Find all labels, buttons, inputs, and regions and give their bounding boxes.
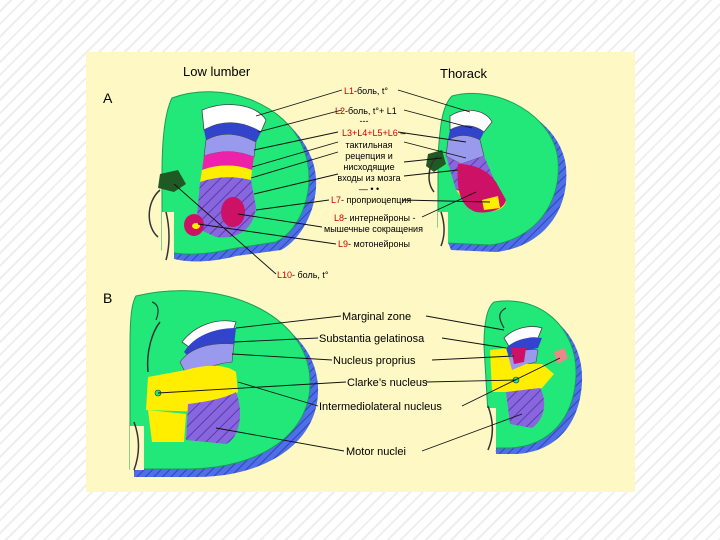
panel-label-b: B	[103, 290, 112, 306]
title-thorack: Thorack	[440, 66, 487, 81]
label-muscle: мышечные сокращения	[324, 224, 423, 234]
section-b-leader-lines	[157, 315, 561, 452]
label-motor-nuclei: Motor nuclei	[346, 446, 406, 458]
lumbar-section-a	[148, 91, 317, 262]
lumbar-section-b	[129, 290, 319, 477]
label-tactile: тактильная	[345, 140, 392, 150]
label-dots: — • •	[359, 184, 379, 194]
label-substantia-gelatinosa: Substantia gelatinosa	[319, 333, 425, 345]
label-l8: L8- интернейроны -	[334, 213, 416, 223]
label-l2: L2-боль, t°+ L1	[335, 106, 397, 116]
label-marginal-zone: Marginal zone	[342, 311, 411, 323]
label-intermediolateral-nucleus: Intermediolateral nucleus	[319, 401, 442, 413]
panel-label-a: A	[103, 90, 113, 106]
thoracic-section-b	[483, 300, 583, 454]
label-l3-l6: L3+L4+L5+L6 –	[342, 128, 405, 138]
label-descending: нисходящие	[343, 162, 394, 172]
label-dashes: ---	[360, 116, 369, 126]
title-low-lumber: Low lumber	[183, 64, 251, 79]
section-a-leader-lines	[173, 89, 491, 275]
label-clarkes-nucleus: Clarke’s nucleus	[347, 377, 428, 389]
label-brain-inputs: входы из мозга	[337, 173, 400, 183]
label-reception: рецепция и	[345, 151, 393, 161]
label-l10: L10- боль, t°	[277, 270, 329, 280]
label-l1: L1-боль, t°	[344, 86, 388, 96]
label-nucleus-proprius: Nucleus proprius	[333, 355, 416, 367]
label-l9: L9- мотонейроны	[338, 239, 410, 249]
section-a-legend: L1-боль, t° L2-боль, t°+ L1 --- L3+L4+L5…	[277, 86, 423, 280]
section-b-legend: Marginal zone Substantia gelatinosa Nucl…	[319, 311, 442, 458]
thoracic-section-a	[426, 92, 567, 252]
spinal-cord-diagram: Low lumber Thorack A B	[103, 64, 583, 477]
label-l7: L7- проприоцепция	[331, 195, 411, 205]
